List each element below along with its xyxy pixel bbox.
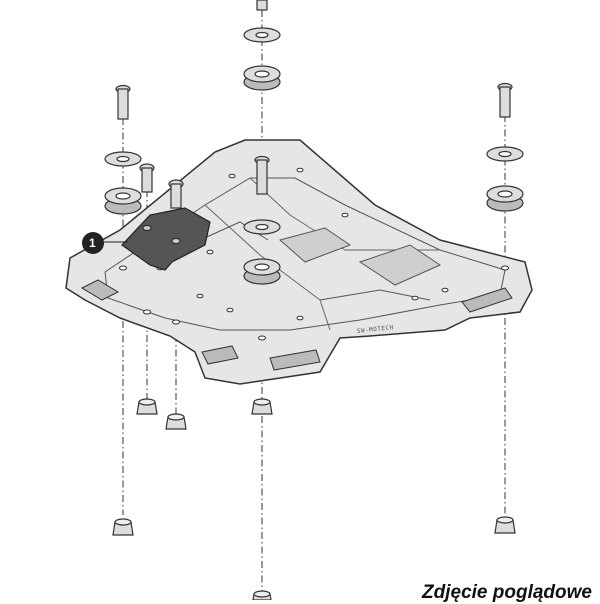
- nut-center-bottom: [252, 590, 272, 600]
- bracket-part-1: [121, 207, 211, 271]
- rack-recess-2: [358, 244, 442, 286]
- rack-plate: SW-MOTECH: [65, 139, 533, 385]
- nut-right-bottom: [494, 516, 516, 534]
- bolt-bracket-a: [139, 163, 155, 193]
- bolt-top-center: [256, 0, 268, 11]
- nut-center-upper: [251, 398, 273, 415]
- slot-front-right: [269, 349, 321, 371]
- damper-left: [104, 187, 142, 215]
- damper-center-top: [243, 65, 281, 91]
- rack-recess-1: [278, 227, 352, 263]
- nut-bracket-a: [136, 398, 158, 415]
- nut-bracket-b: [165, 413, 187, 430]
- callout-1: 1: [82, 232, 128, 254]
- lock-nuts: [112, 398, 516, 600]
- illustrative-photo-caption: Zdjęcie poglądowe: [422, 582, 592, 603]
- bracket-hole-a: [142, 225, 152, 231]
- rack-grip-slots: [80, 279, 513, 371]
- bolt-center: [254, 155, 270, 195]
- bracket-shape: [121, 207, 211, 271]
- callout-number: 1: [89, 236, 96, 250]
- rack-engraving: SW-MOTECH: [356, 324, 394, 335]
- washer-left: [104, 151, 142, 167]
- slot-right: [461, 287, 513, 313]
- bolt-bracket-b: [168, 179, 184, 209]
- damper-right: [486, 185, 524, 212]
- bracket-hole-b: [171, 238, 181, 244]
- rack-holes: [119, 167, 509, 341]
- callout-badge: [82, 232, 104, 254]
- bolts: [115, 0, 513, 209]
- nut-left-bottom: [112, 518, 134, 536]
- bolt-left-front: [115, 84, 131, 120]
- washer-right: [486, 146, 524, 162]
- washers-dampers: [104, 27, 524, 285]
- washer-center-top: [243, 27, 281, 43]
- slot-left: [80, 279, 120, 301]
- damper-center-plate: [243, 258, 281, 285]
- slot-front-left: [201, 345, 239, 365]
- bolt-right: [497, 82, 513, 118]
- rack-plate-body: [65, 139, 533, 385]
- washer-center-plate: [243, 219, 281, 235]
